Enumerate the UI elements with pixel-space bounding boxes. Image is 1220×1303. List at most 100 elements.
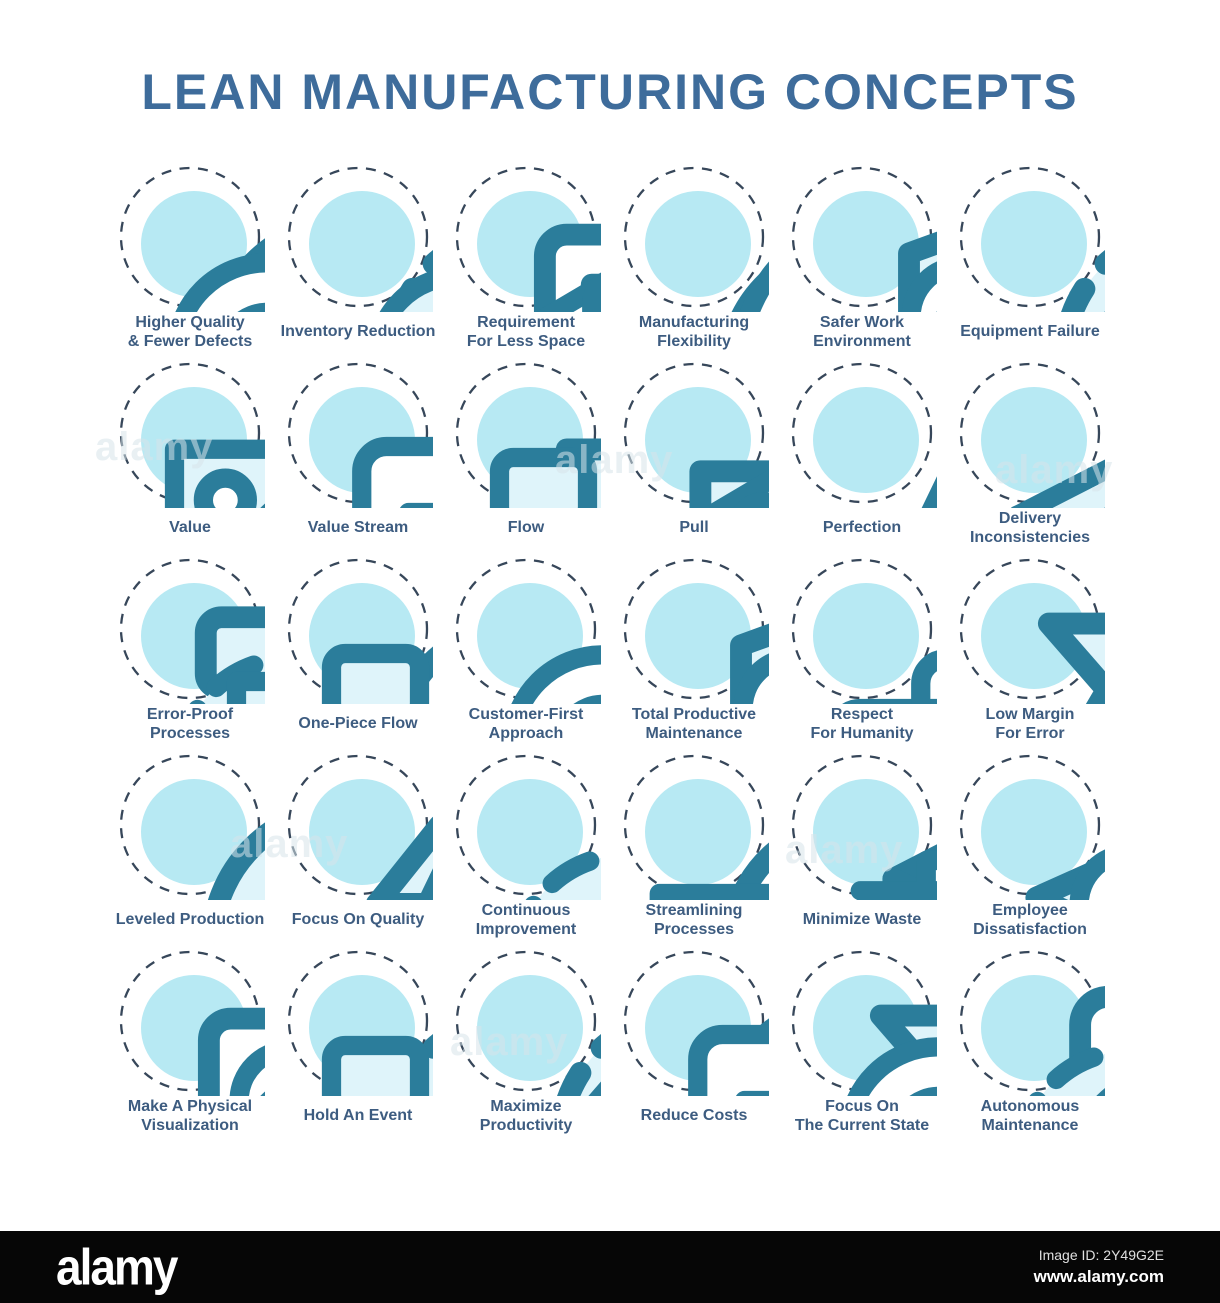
concept-tile: Make A Physical Visualization: [106, 946, 274, 1138]
shapes-glyph-icon: [234, 681, 265, 704]
list-glyph-icon: [698, 1034, 769, 1096]
streamlining-processes-icon: [619, 750, 769, 900]
pull-icon: [619, 358, 769, 508]
concept-label: Reduce Costs: [640, 1107, 748, 1125]
concept-tile: Hold An Event: [274, 946, 442, 1138]
concept-tile: Inventory Reduction: [274, 162, 442, 354]
safer-work-environment-icon: [787, 162, 937, 312]
concept-tile: Requirement For Less Space: [442, 162, 610, 354]
minimize-waste-icon: [787, 750, 937, 900]
blob-background: [981, 974, 1087, 1081]
concept-tile: Streamlining Processes: [610, 750, 778, 942]
dashed-ring: [791, 754, 933, 895]
concept-tile: Flow: [442, 358, 610, 550]
concept-label: Safer Work Environment: [813, 313, 911, 350]
concept-tile: Continuous Improvement: [442, 750, 610, 942]
concept-label: Make A Physical Visualization: [127, 1097, 253, 1134]
higher-quality-fewer-defects-icon: [115, 162, 265, 312]
value-icon: [115, 358, 265, 508]
blob-background: [813, 582, 919, 689]
dashed-ring: [119, 166, 261, 307]
dashed-ring: [791, 362, 933, 503]
concept-label: Value Stream: [307, 519, 409, 537]
concept-tile: Manufacturing Flexibility: [610, 162, 778, 354]
concept-label: Requirement For Less Space: [466, 313, 586, 350]
concept-label: Low Margin For Error: [985, 705, 1075, 742]
maximize-productivity-icon: [451, 946, 601, 1096]
concept-tile: Maximize Productivity: [442, 946, 610, 1138]
concept-label: Customer-First Approach: [468, 705, 584, 742]
leveled-production-icon: [115, 750, 265, 900]
concept-tile: Error-Proof Processes: [106, 554, 274, 746]
image-id-text: Image ID: 2Y49G2E: [1038, 1247, 1164, 1263]
flow-icon: [451, 358, 601, 508]
manufacturing-flexibility-icon: [619, 162, 769, 312]
concept-label: Value: [169, 519, 211, 537]
autonomous-maintenance-icon: [955, 946, 1105, 1096]
dashed-ring: [287, 558, 429, 699]
concept-tile: Pull: [610, 358, 778, 550]
alamy-url-text: www.alamy.com: [1033, 1267, 1164, 1286]
perfection-icon: [787, 358, 937, 508]
blob-background: [981, 778, 1087, 885]
blob-background: [981, 190, 1087, 297]
concept-label: Total Productive Maintenance: [631, 705, 757, 742]
total-productive-maintenance-icon: [619, 554, 769, 704]
dashed-ring: [455, 950, 597, 1091]
dashed-ring: [623, 754, 765, 895]
dashed-ring: [455, 558, 597, 699]
reduce-costs-icon: [619, 946, 769, 1096]
concept-tile: Focus On Quality: [274, 750, 442, 942]
concept-label: Pull: [679, 519, 709, 537]
concept-tile: Low Margin For Error: [946, 554, 1114, 746]
hold-an-event-icon: [283, 946, 433, 1096]
dashed-ring: [287, 950, 429, 1091]
concept-tile: One-Piece Flow: [274, 554, 442, 746]
dashed-ring: [959, 362, 1101, 503]
concept-label: Delivery Inconsistencies: [969, 509, 1091, 546]
dashed-ring: [119, 754, 261, 895]
dashed-ring: [623, 166, 765, 307]
equipment-failure-icon: [955, 162, 1105, 312]
dashed-ring: [623, 362, 765, 503]
concept-label: Autonomous Maintenance: [980, 1097, 1080, 1134]
dashed-ring: [287, 166, 429, 307]
blob-background: [813, 190, 919, 297]
blob-background: [981, 582, 1087, 689]
nodes-glyph-icon: [332, 653, 434, 704]
concept-tile: Employee Dissatisfaction: [946, 750, 1114, 942]
concept-tile: Higher Quality & Fewer Defects: [106, 162, 274, 354]
dashed-ring: [287, 362, 429, 503]
concept-label: Perfection: [822, 519, 902, 537]
concept-label: Manufacturing Flexibility: [638, 313, 750, 350]
concept-tile: Value Stream: [274, 358, 442, 550]
concept-label: One-Piece Flow: [298, 715, 418, 733]
blob-background: [309, 778, 415, 885]
value-stream-icon: [283, 358, 433, 508]
employee-dissatisfaction-icon: [955, 750, 1105, 900]
concept-label: Equipment Failure: [960, 323, 1100, 341]
concept-tile: Delivery Inconsistencies: [946, 358, 1114, 550]
blob-background: [477, 974, 583, 1081]
tag-glyph-icon: [175, 449, 266, 508]
inventory-reduction-icon: [283, 162, 433, 312]
low-margin-for-error-icon: [955, 554, 1105, 704]
concept-label: Focus On Quality: [291, 911, 425, 929]
page-title: LEAN MANUFACTURING CONCEPTS: [141, 64, 1079, 120]
dashed-ring: [455, 754, 597, 895]
concept-tile: Minimize Waste: [778, 750, 946, 942]
blob-background: [813, 778, 919, 885]
concept-label: Inventory Reduction: [280, 323, 436, 341]
concept-label: Error-Proof Processes: [146, 705, 234, 742]
nodes-glyph-icon: [332, 1045, 434, 1096]
dashed-ring: [959, 754, 1101, 895]
blob-background: [645, 778, 751, 885]
blob-background: [981, 386, 1087, 493]
alamy-footer-bar: alamy Image ID: 2Y49G2E www.alamy.com: [0, 1231, 1220, 1303]
concept-tile: Leveled Production: [106, 750, 274, 942]
blob-background: [645, 582, 751, 689]
blob-background: [141, 778, 247, 885]
customer-first-approach-icon: [451, 554, 601, 704]
concept-tile: Customer-First Approach: [442, 554, 610, 746]
